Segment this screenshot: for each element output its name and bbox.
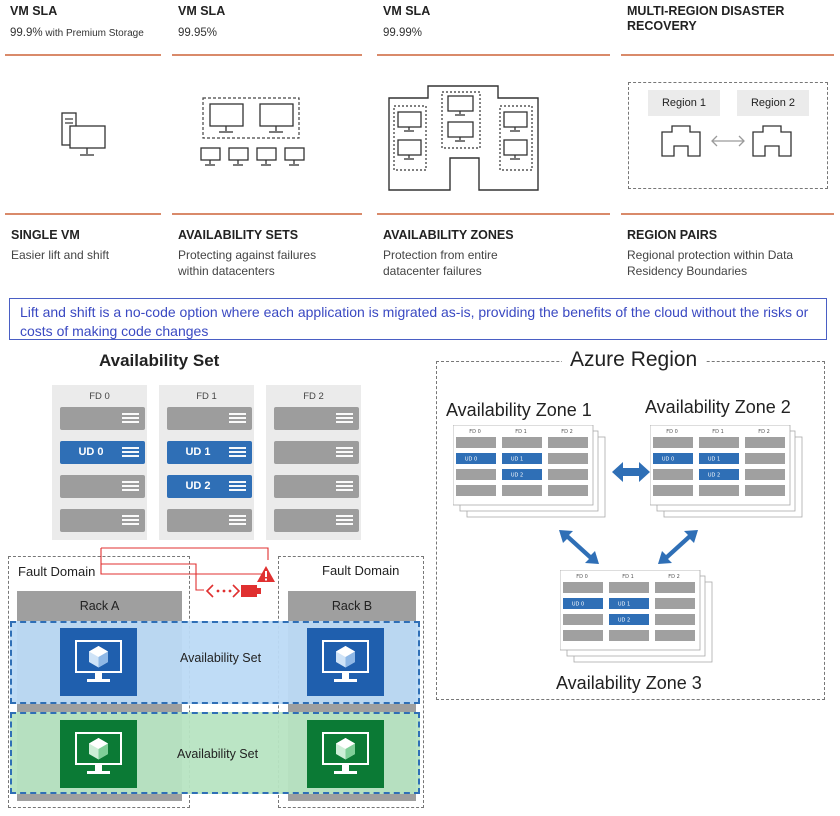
tier-desc: Regional protection within Data Residenc… <box>627 248 794 278</box>
server <box>60 407 145 430</box>
svg-text:FD 1: FD 1 <box>622 574 634 580</box>
zone-title-3: Availability Zone 3 <box>556 673 702 693</box>
svg-text:UD 1: UD 1 <box>511 457 523 463</box>
fault-domain-label-left: Fault Domain <box>18 564 96 579</box>
svg-text:UD 0: UD 0 <box>572 602 584 608</box>
sla-heading: VM SLA <box>10 4 58 18</box>
divider <box>621 213 834 215</box>
svg-text:FD 1: FD 1 <box>515 429 527 435</box>
sla-value: 99.99% <box>383 27 423 39</box>
server <box>167 407 252 430</box>
lift-and-shift-banner: Lift and shift is a no-code option where… <box>9 298 827 340</box>
availability-set-label-green: Availability Set <box>177 747 259 761</box>
availability-zones-icon <box>386 78 546 198</box>
svg-text:FD 0: FD 0 <box>666 429 678 435</box>
svg-text:UD 0: UD 0 <box>662 457 674 463</box>
region-1-label: Region 1 <box>648 90 720 116</box>
zone-1-racks: FD 0 FD 1 FD 2 UD 0 UD 1 UD 2 <box>453 425 608 518</box>
fault-domain-column-0: FD 0 UD 0 <box>52 385 147 540</box>
sla-value: 99.95% <box>178 27 218 39</box>
fault-domain-label-right: Fault Domain <box>322 563 400 578</box>
tier-title: SINGLE VM <box>11 228 80 242</box>
availability-set-label-blue: Availability Set <box>180 651 262 665</box>
server <box>167 509 252 532</box>
fault-domain-column-1: FD 1 UD 1 UD 2 <box>159 385 254 540</box>
vm-icon <box>60 628 137 696</box>
vm-icon <box>307 628 384 696</box>
sla-heading: VM SLA <box>178 4 226 18</box>
rack-a-label: Rack A <box>79 599 120 613</box>
availability-set-title: Availability Set <box>99 351 220 370</box>
svg-text:UD 1: UD 1 <box>618 602 630 608</box>
svg-text:FD 1: FD 1 <box>712 429 724 435</box>
region-2-label: Region 2 <box>737 90 809 116</box>
server <box>274 407 359 430</box>
zone-3-racks: FD 0 FD 1 FD 2 UD 0 UD 1 UD 2 <box>560 570 715 663</box>
server-ud: UD 0 <box>60 441 145 464</box>
single-vm-icon <box>56 112 108 163</box>
svg-text:FD 2: FD 2 <box>758 429 770 435</box>
sla-value: 99.9% with Premium Storage <box>10 27 144 39</box>
region-pairs-box <box>628 82 828 189</box>
tier-desc: Easier lift and shift <box>11 248 110 262</box>
alert-icon <box>256 565 276 588</box>
zone-title-2: Availability Zone 2 <box>645 397 791 417</box>
svg-text:FD 2: FD 2 <box>668 574 680 580</box>
availability-sets-icon <box>198 96 308 173</box>
svg-text:FD 0: FD 0 <box>576 574 588 580</box>
fault-domain-column-2: FD 2 <box>266 385 361 540</box>
double-arrow-icon <box>556 527 602 572</box>
svg-text:UD 2: UD 2 <box>511 473 523 479</box>
zone-title-1: Availability Zone 1 <box>446 400 592 420</box>
server-ud: UD 1 <box>167 441 252 464</box>
svg-text:UD 1: UD 1 <box>708 457 720 463</box>
svg-text:FD 0: FD 0 <box>469 429 481 435</box>
server <box>274 509 359 532</box>
server <box>60 509 145 532</box>
fd-label: FD 1 <box>196 391 217 402</box>
tier-title: REGION PAIRS <box>627 228 718 242</box>
disconnect-icon <box>205 580 263 607</box>
divider <box>5 54 161 56</box>
divider <box>5 213 161 215</box>
tier-desc: Protecting against failures within datac… <box>178 248 317 278</box>
zone-2-racks: FD 0 FD 1 FD 2 UD 0 UD 1 UD 2 <box>650 425 805 518</box>
server <box>274 441 359 464</box>
banner-text: Lift and shift is a no-code option where… <box>20 304 809 339</box>
server <box>274 475 359 498</box>
tier-title: AVAILABILITY SETS <box>178 228 299 242</box>
tier-title: AVAILABILITY ZONES <box>383 228 514 242</box>
svg-text:UD 2: UD 2 <box>708 473 720 479</box>
server-ud: UD 2 <box>167 475 252 498</box>
divider <box>172 54 362 56</box>
sla-heading: VM SLA <box>383 4 431 18</box>
divider <box>621 54 834 56</box>
rack-b-label: Rack B <box>331 599 373 613</box>
svg-text:UD 0: UD 0 <box>465 457 477 463</box>
double-arrow-icon <box>655 527 701 572</box>
fd-label: FD 0 <box>89 391 110 402</box>
fd-label: FD 2 <box>303 391 324 402</box>
server <box>60 475 145 498</box>
svg-text:FD 2: FD 2 <box>561 429 573 435</box>
azure-region-title: Azure Region <box>562 348 706 372</box>
divider <box>172 213 362 215</box>
vm-icon <box>60 720 137 788</box>
svg-text:UD 2: UD 2 <box>618 618 630 624</box>
divider <box>377 54 610 56</box>
vm-icon <box>307 720 384 788</box>
tier-desc: Protection from entire datacenter failur… <box>383 248 498 278</box>
sla-heading: MULTI-REGION DISASTER RECOVERY <box>627 4 785 33</box>
divider <box>377 213 610 215</box>
double-arrow-icon <box>610 458 652 491</box>
region-pair-icon <box>660 122 800 167</box>
